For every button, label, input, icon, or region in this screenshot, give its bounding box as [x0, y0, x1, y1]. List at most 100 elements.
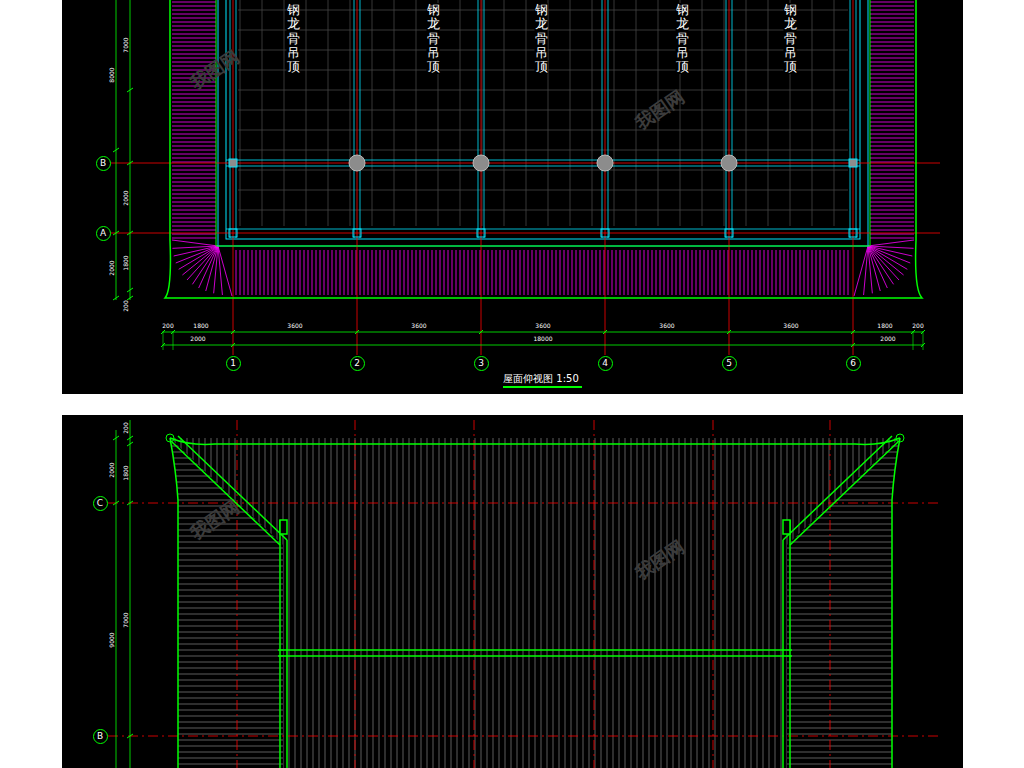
rafter-line: [752, 250, 753, 295]
dimension-text: 2000: [880, 336, 895, 342]
ceiling-grid: [416, 0, 417, 226]
rafter-line: [528, 250, 529, 295]
dimension-line: [163, 345, 923, 346]
rafter-line: [172, 234, 216, 235]
rafter-line: [764, 250, 765, 295]
rafter-line: [684, 250, 685, 295]
dimension-tick: [231, 330, 235, 334]
rafter-line: [172, 10, 216, 11]
rafter-line: [580, 250, 581, 295]
rafter-line: [308, 250, 309, 295]
rafter-line: [172, 150, 216, 151]
rafter-line: [332, 250, 333, 295]
title-underline: [503, 386, 582, 388]
column-base: [229, 229, 237, 237]
rafter-line: [172, 122, 216, 123]
rafter-line: [460, 250, 461, 295]
rafter-line: [744, 250, 745, 295]
ceiling-grid: [636, 0, 637, 226]
beam-line: [478, 0, 479, 238]
corner-ornament: [166, 434, 174, 442]
rafter-line: [720, 250, 721, 295]
corner-rafter: [868, 240, 914, 246]
rafter-line: [172, 158, 216, 159]
dimension-tick: [113, 148, 119, 152]
rafter-line: [870, 174, 914, 175]
rafter-line: [472, 250, 473, 295]
rafter-line: [870, 138, 914, 139]
axis-label: A: [100, 229, 106, 238]
rafter-line: [260, 250, 261, 295]
rafter-line: [870, 226, 914, 227]
rafter-line: [240, 250, 241, 295]
axis-line: [729, 0, 730, 355]
rafter-line: [244, 250, 245, 295]
rafter-line: [870, 106, 914, 107]
dimension-text: 1800: [123, 255, 129, 270]
ceiling-grid: [238, 110, 848, 111]
rafter-line: [428, 250, 429, 295]
rafter-line: [172, 2, 216, 3]
rafter-line: [360, 250, 361, 295]
rafter-line: [268, 250, 269, 295]
rafter-line: [696, 250, 697, 295]
beam-line: [226, 229, 860, 230]
corner-rafter: [214, 246, 218, 293]
column: [849, 159, 857, 167]
rafter-line: [380, 250, 381, 295]
column: [349, 155, 365, 171]
dimension-tick: [127, 231, 133, 235]
rafter-line: [172, 182, 216, 183]
rafter-line: [732, 250, 733, 295]
dimension-text: 7000: [123, 37, 129, 52]
rafter-line: [870, 114, 914, 115]
rafter-line: [172, 170, 216, 171]
rafter-line: [712, 250, 713, 295]
beam-line: [230, 0, 231, 238]
dimension-tick: [727, 330, 731, 334]
rafter-line: [420, 250, 421, 295]
dimension-tick: [851, 343, 855, 347]
column: [597, 155, 613, 171]
axis-line: [355, 420, 356, 768]
rafter-line: [780, 250, 781, 295]
ridge-line: [789, 520, 791, 768]
rafter-line: [624, 250, 625, 295]
watermark: 我图网: [188, 47, 243, 93]
rafter-line: [172, 174, 216, 175]
rafter-line: [372, 250, 373, 295]
rafter-line: [632, 250, 633, 295]
beam-line: [236, 0, 237, 238]
column: [229, 159, 237, 167]
beam-line: [726, 0, 727, 238]
beam-line: [226, 166, 860, 167]
rafter-line: [512, 250, 513, 295]
rafter-line: [172, 114, 216, 115]
rafter-line: [488, 250, 489, 295]
ceiling-grid: [240, 0, 241, 226]
axis-line: [108, 736, 940, 737]
rafter-line: [612, 250, 613, 295]
axis-line: [853, 0, 854, 355]
dimension-tick: [127, 734, 133, 738]
dimension-line: [130, 0, 131, 300]
dimension-tick: [127, 442, 133, 446]
rafter-line: [448, 250, 449, 295]
column: [721, 155, 737, 171]
axis-bubble: 4: [598, 356, 613, 371]
ceiling-note: 钢龙骨吊顶: [784, 3, 797, 74]
wall-line: [216, 0, 870, 246]
rafter-line: [870, 78, 914, 79]
rafter-line: [424, 250, 425, 295]
rafter-line: [576, 250, 577, 295]
dimension-tick: [127, 288, 133, 292]
rafter-line: [870, 18, 914, 19]
ceiling-note: 钢龙骨吊顶: [287, 3, 300, 74]
rafter-line: [304, 250, 305, 295]
rafter-line: [172, 42, 216, 43]
ceiling-grid: [570, 0, 571, 226]
rafter-line: [700, 250, 701, 295]
rafter-line: [870, 74, 914, 75]
rafter-line: [172, 130, 216, 131]
corner-ornament: [896, 434, 904, 442]
